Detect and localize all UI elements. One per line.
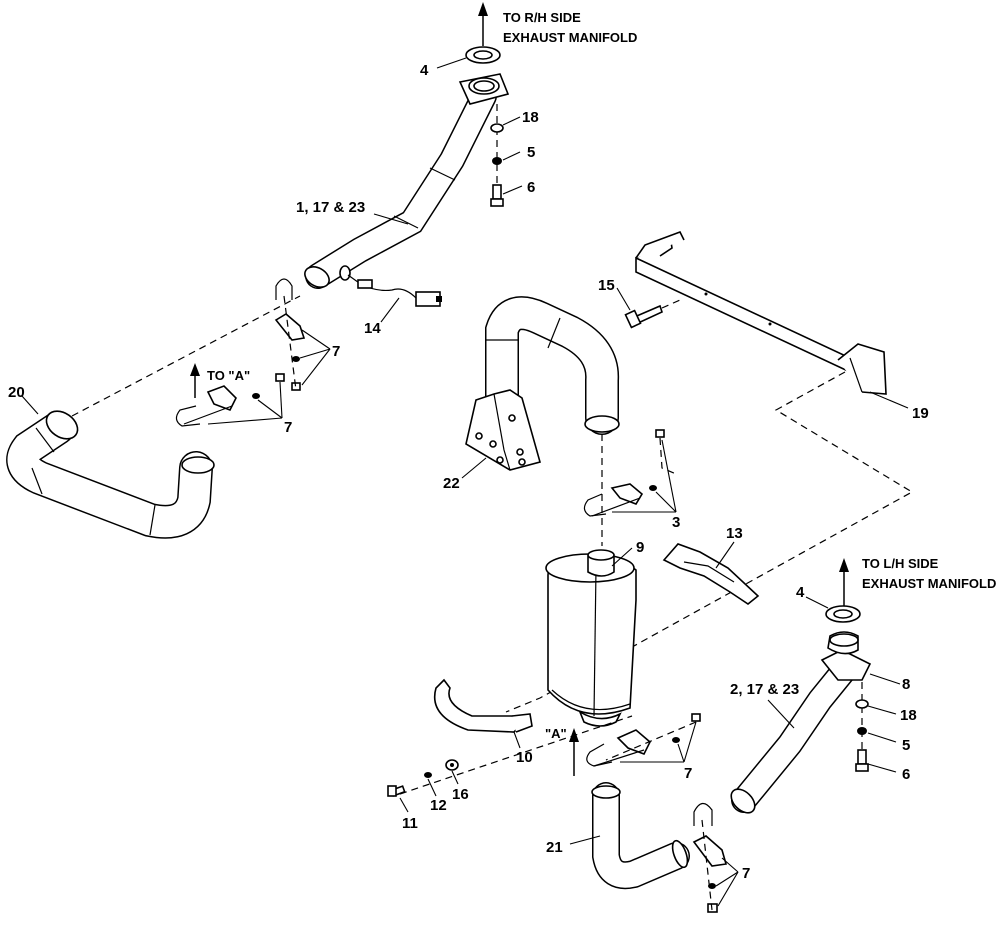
muffler-strap-10: [434, 678, 533, 733]
a-arrow: [569, 728, 579, 776]
callout-7-bottom: 7: [742, 865, 750, 882]
callout-6-bottom: 6: [902, 766, 910, 783]
callout-8: 8: [902, 676, 910, 693]
callout-11: 11: [402, 815, 418, 832]
callout-21: 21: [546, 839, 563, 856]
callout-5-bottom: 5: [902, 737, 910, 754]
u-bolt-clamp-upper: [274, 278, 306, 391]
callout-14: 14: [364, 320, 381, 337]
lockwasher-top: [490, 123, 504, 133]
tailpipe-21: [591, 782, 690, 890]
callout-6-top: 6: [527, 179, 535, 196]
callout-9: 9: [636, 539, 644, 556]
callout-7-upper: 7: [332, 343, 340, 360]
lh-manifold-arrow: [839, 558, 849, 606]
stack-pipe-22: [465, 296, 620, 471]
callout-10: 10: [516, 749, 533, 766]
a-note: "A": [545, 726, 567, 741]
washer-bottom: [857, 727, 867, 735]
bracket-13: [662, 543, 760, 605]
oxygen-sensor: [339, 265, 442, 307]
callout-12: 12: [430, 797, 447, 814]
callout-4-bottom: 4: [796, 584, 805, 601]
to-a-note: TO "A": [207, 368, 250, 383]
gasket-bottom: [825, 605, 861, 623]
support-rail-19: [635, 231, 887, 395]
bolt-bottom: [855, 749, 869, 772]
u-bolt-clamp-lower-mid: [586, 713, 701, 767]
lh-manifold-note-line1: TO L/H SIDE: [862, 556, 939, 571]
callout-3: 3: [672, 514, 680, 531]
callout-4-top: 4: [420, 62, 429, 79]
lh-manifold-note-line2: EXHAUST MANIFOLD: [862, 576, 996, 591]
callout-20: 20: [8, 384, 25, 401]
bolt-11: [387, 785, 406, 797]
gasket-top: [465, 46, 501, 64]
u-bolt-clamp-3: [583, 429, 677, 517]
callout-18-top: 18: [522, 109, 539, 126]
washer-top: [492, 157, 502, 165]
to-a-arrow: [190, 363, 200, 398]
bolt-top: [490, 184, 504, 207]
washer-12: [424, 772, 432, 778]
callout-15: 15: [598, 277, 615, 294]
callout-2-17-23: 2, 17 & 23: [730, 681, 799, 698]
callout-7-lower-mid: 7: [684, 765, 692, 782]
callout-19: 19: [912, 405, 929, 422]
rh-exhaust-pipe: [304, 73, 510, 289]
rh-manifold-note-line2: EXHAUST MANIFOLD: [503, 30, 637, 45]
rh-manifold-note-line1: TO R/H SIDE: [503, 10, 581, 25]
callout-22: 22: [443, 475, 460, 492]
callout-7-to-a: 7: [284, 419, 292, 436]
rh-manifold-arrow: [478, 2, 488, 46]
muffler-9: [545, 549, 637, 727]
u-bolt-clamp-to-a: [175, 373, 285, 427]
callout-16: 16: [452, 786, 469, 803]
tailpipe-20: [6, 410, 215, 539]
callout-18-bottom: 18: [900, 707, 917, 724]
lh-exhaust-pipe: [730, 631, 872, 814]
callout-1-17-23: 1, 17 & 23: [296, 199, 365, 216]
bolt-15: [624, 304, 663, 329]
callout-13: 13: [726, 525, 743, 542]
callout-5-top: 5: [527, 144, 535, 161]
lockwasher-bottom: [855, 699, 869, 709]
nut-16: [445, 759, 459, 771]
